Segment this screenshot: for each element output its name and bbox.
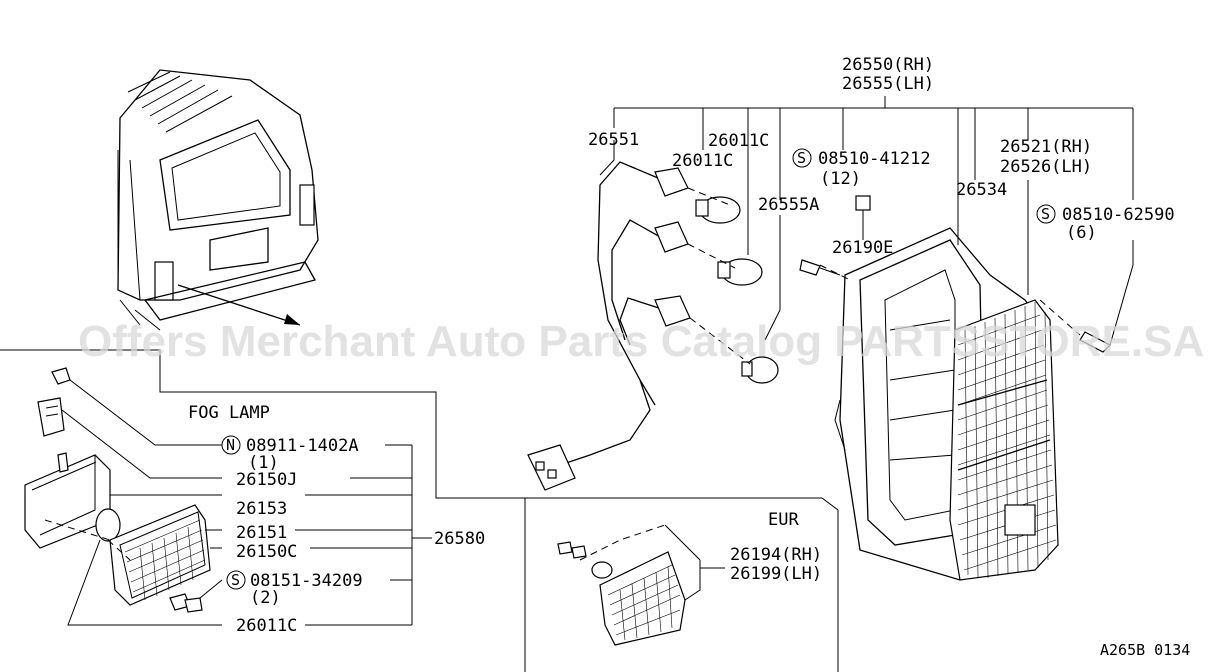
watermark-text: Offers Merchant Auto Parts Catalog PARTS…: [78, 317, 1204, 366]
label-26551: 26551: [588, 130, 639, 150]
s-symbol-letter: S: [797, 149, 806, 167]
tail-lamp-assembly: [527, 96, 1134, 581]
s-symbol-icon: [226, 570, 246, 590]
s-symbol-icon: [792, 148, 812, 168]
label-08151-34209: 08151-34209: [250, 571, 363, 591]
ref-code: A265B 0134: [1100, 641, 1190, 659]
label-26194: 26194(RH): [730, 545, 822, 565]
label-08911-1402a: 08911-1402A: [246, 436, 359, 456]
label-26011c-c: 26011C: [236, 616, 297, 636]
fog-lamp-group: [0, 349, 839, 672]
label-08510-62590: 08510-62590: [1062, 205, 1175, 225]
part-labels: 26550(RH) 26555(LH) 26551 26011C 26011C …: [188, 55, 1190, 659]
label-26555: 26555(LH): [842, 74, 934, 94]
s-symbol-icon: [1036, 204, 1056, 224]
label-26150c: 26150C: [236, 542, 297, 562]
s-symbol-letter: S: [231, 571, 240, 589]
label-26199: 26199(LH): [730, 564, 822, 584]
n-symbol-icon: [221, 435, 241, 455]
label-26526: 26526(LH): [1000, 157, 1092, 177]
label-26153: 26153: [236, 499, 287, 519]
label-qty-6: (6): [1066, 223, 1097, 243]
label-26534: 26534: [956, 180, 1007, 200]
label-26550: 26550(RH): [842, 55, 934, 75]
n-symbol-letter: N: [226, 436, 235, 454]
fog-lamp-title: FOG LAMP: [188, 403, 270, 423]
label-26151: 26151: [236, 523, 287, 543]
label-qty-2: (2): [250, 588, 281, 608]
label-26150j: 26150J: [236, 470, 297, 490]
eur-marker-group: [557, 524, 725, 646]
lens-grid: [957, 301, 1057, 579]
label-26011c-a: 26011C: [708, 131, 769, 151]
vehicle-rear-illustration: [117, 69, 319, 331]
label-qty-12: (12): [820, 169, 861, 189]
label-26011c-b: 26011C: [672, 151, 733, 171]
label-26190e: 26190E: [832, 238, 893, 258]
label-26555a: 26555A: [758, 195, 819, 215]
label-08510-41212: 08510-41212: [818, 149, 931, 169]
s-symbol-letter: S: [1041, 205, 1050, 223]
eur-title: EUR: [768, 510, 799, 530]
label-qty-1: (1): [248, 453, 279, 473]
label-26580: 26580: [434, 529, 485, 549]
label-26521: 26521(RH): [1000, 137, 1092, 157]
